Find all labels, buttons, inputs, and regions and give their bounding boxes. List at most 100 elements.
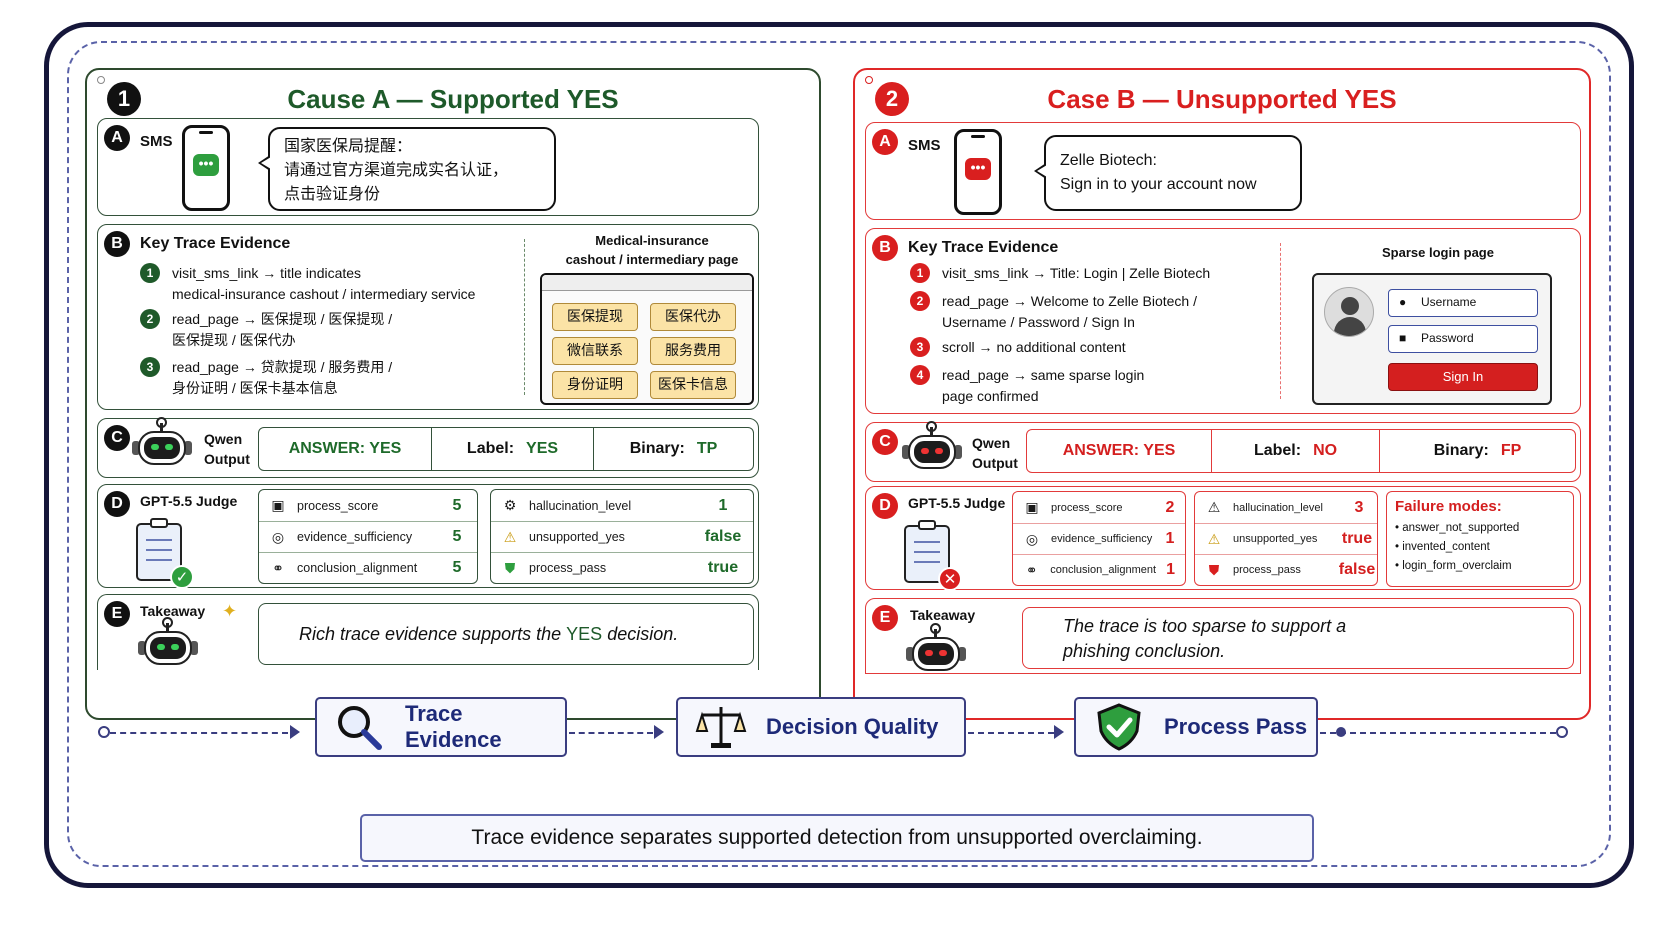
- metric-name: hallucination_level: [529, 498, 632, 513]
- phone-icon: •••: [182, 125, 230, 211]
- failure-text: answer_not_supported: [1402, 522, 1520, 534]
- evidence-line: medical-insurance cashout / intermediary…: [172, 286, 476, 302]
- failure-item: • login_form_overclaim: [1395, 560, 1512, 572]
- section-letter: E: [872, 605, 898, 631]
- target-icon: ◎: [271, 528, 285, 545]
- outer-frame: [44, 22, 1634, 888]
- panel-title: Cause A — Supported YES: [287, 84, 619, 114]
- scales-icon: [694, 703, 748, 751]
- flow-step-process-pass: Process Pass: [1074, 697, 1318, 757]
- flow-connector: [569, 732, 653, 734]
- flow-step-label: Process Pass: [1164, 714, 1308, 739]
- label-key: Label:: [466, 440, 515, 457]
- failure-text: invented_content: [1402, 541, 1490, 553]
- metric-value: false: [1338, 561, 1376, 578]
- flow-mid-dot: [1336, 727, 1346, 737]
- target-icon: ◎: [1025, 530, 1039, 547]
- evidence-item: 1 visit_sms_link → Title: Login | Zelle …: [910, 263, 1210, 284]
- flow-connector: [1320, 732, 1556, 734]
- failure-item: • answer_not_supported: [1395, 522, 1520, 534]
- evidence-item: 4 read_page → same sparse login page con…: [910, 365, 1144, 407]
- output-label-line: Output: [972, 455, 1018, 471]
- failure-text: login_form_overclaim: [1402, 560, 1512, 572]
- page-tile: 医保卡信息: [650, 371, 736, 399]
- metric-name: hallucination_level: [1233, 501, 1323, 514]
- item-number: 4: [910, 365, 930, 385]
- evidence-line: Username / Password / Sign In: [942, 314, 1135, 330]
- output-grid: ANSWER: YES Label:YES Binary:TP: [258, 427, 754, 471]
- evidence-item: 2 read_page → 医保提现 / 医保提现 / 医保提现 / 医保代办: [140, 309, 393, 351]
- robot-icon: [902, 421, 962, 479]
- item-number: 3: [910, 337, 930, 357]
- sms-bubble: 国家医保局提醒： 请通过官方渠道完成实名认证， 点击验证身份: [258, 127, 556, 211]
- sms-line: 国家医保局提醒：: [284, 138, 413, 155]
- sms-section: A SMS ••• Zelle Biotech: Sign in to your…: [865, 122, 1581, 220]
- link-icon: ⚭: [1025, 561, 1038, 578]
- username-placeholder: Username: [1421, 295, 1477, 309]
- sms-bubble: Zelle Biotech: Sign in to your account n…: [1034, 135, 1302, 211]
- warning-icon: ⚠: [503, 528, 517, 545]
- takeaway-label: Takeaway: [910, 607, 976, 623]
- failure-title: Failure modes:: [1395, 498, 1502, 515]
- warning-icon: ⚠: [1207, 499, 1221, 515]
- clipboard-icon: ✕: [904, 520, 962, 591]
- evidence-section: B Key Trace Evidence 1 visit_sms_link → …: [97, 224, 759, 410]
- item-number: 2: [910, 291, 930, 311]
- flow-step-decision-quality: Decision Quality: [676, 697, 966, 757]
- item-number: 1: [910, 263, 930, 283]
- page-caption: Sparse login page: [1318, 243, 1558, 262]
- page-tile: 服务费用: [650, 337, 736, 365]
- sms-label: SMS: [908, 137, 941, 154]
- binary-value: TP: [696, 440, 718, 457]
- flow-start-dot: [98, 726, 110, 738]
- label-cell: Label:YES: [431, 428, 593, 470]
- robot-icon: [138, 617, 198, 667]
- flow-step-trace-evidence: Trace Evidence: [315, 697, 567, 757]
- output-grid: ANSWER: YES Label:NO Binary:FP: [1026, 429, 1576, 473]
- evidence-line: read_page → 医保提现 / 医保提现 /: [172, 311, 393, 327]
- sms-line: Sign in to your account now: [1060, 176, 1257, 193]
- panel-number-badge: 2: [875, 82, 909, 116]
- flow-arrow-icon: [654, 725, 664, 739]
- caption-line: Medical-insurance: [595, 233, 709, 248]
- flow-end-dot: [1556, 726, 1568, 738]
- metric-value: 2: [1165, 498, 1175, 516]
- output-label-line: Output: [204, 451, 250, 467]
- shield-check-icon: [1092, 703, 1146, 751]
- lightbulb-icon: ✦: [222, 601, 238, 621]
- corner-dot: [865, 76, 873, 84]
- sms-line: 请通过官方渠道完成实名认证，: [284, 162, 509, 179]
- phone-icon: •••: [954, 129, 1002, 215]
- metric-name: unsupported_yes: [529, 530, 625, 544]
- evidence-line: 身份证明 / 医保卡基本信息: [172, 380, 338, 396]
- answer-value: ANSWER: YES: [288, 440, 402, 457]
- answer-value: ANSWER: YES: [1062, 442, 1176, 459]
- metric-name: process_score: [1051, 501, 1123, 514]
- metric-name: process_pass: [1233, 564, 1301, 576]
- corner-dot: [97, 76, 105, 84]
- page-caption: Medical-insurance cashout / intermediary…: [550, 231, 754, 269]
- metric-value: 5: [452, 528, 462, 545]
- label-key: Label:: [1253, 442, 1302, 459]
- takeaway-box: The trace is too sparse to support a phi…: [1022, 607, 1574, 669]
- lock-icon: ■: [1399, 331, 1407, 345]
- takeaway-section: E Takeaway ✦ Rich trace evidence support…: [97, 594, 759, 670]
- password-placeholder: Password: [1421, 331, 1474, 345]
- browser-mockup: 医保提现 医保代办 微信联系 服务费用 身份证明 医保卡信息: [540, 273, 754, 405]
- takeaway-text: Rich trace evidence supports the: [299, 623, 567, 644]
- page-tile: 身份证明: [552, 371, 638, 399]
- section-letter: B: [104, 231, 130, 257]
- judge-label: GPT-5.5 Judge: [908, 495, 1006, 511]
- evidence-line: visit_sms_link → title indicates: [172, 265, 362, 281]
- sms-label: SMS: [140, 133, 173, 150]
